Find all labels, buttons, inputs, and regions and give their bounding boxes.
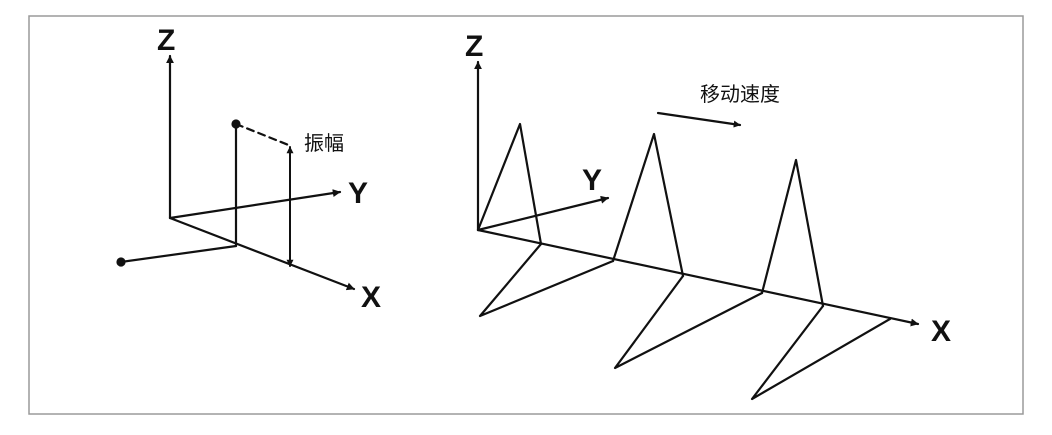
left-y-axis	[168, 189, 342, 220]
wave1-horizontal	[478, 242, 615, 318]
right-y-label: Y	[582, 164, 602, 197]
figure-border	[28, 15, 1024, 415]
right-diagram	[474, 60, 920, 401]
right-x-axis	[476, 228, 920, 327]
speed-label: 移动速度	[700, 82, 780, 106]
right-y-axis	[476, 195, 610, 232]
speed-arrow	[656, 111, 742, 128]
left-amplitude-dash	[234, 122, 293, 148]
left-neg-y-line	[119, 244, 238, 264]
left-z-label: Z	[157, 24, 175, 57]
left-x-label: X	[361, 281, 381, 314]
right-x-label: X	[931, 315, 951, 348]
left-neg-y-dot	[116, 257, 126, 267]
left-y-label: Y	[348, 177, 368, 210]
wave3-horizontal	[750, 304, 892, 401]
right-z-label: Z	[465, 30, 483, 63]
left-diagram	[116, 54, 356, 291]
wave3-vertical	[760, 158, 825, 308]
wave2-horizontal	[613, 274, 764, 370]
wave2-vertical	[611, 132, 685, 278]
left-x-axis	[168, 216, 356, 291]
wave1-vertical	[476, 122, 543, 246]
amplitude-label: 振幅	[304, 131, 344, 155]
